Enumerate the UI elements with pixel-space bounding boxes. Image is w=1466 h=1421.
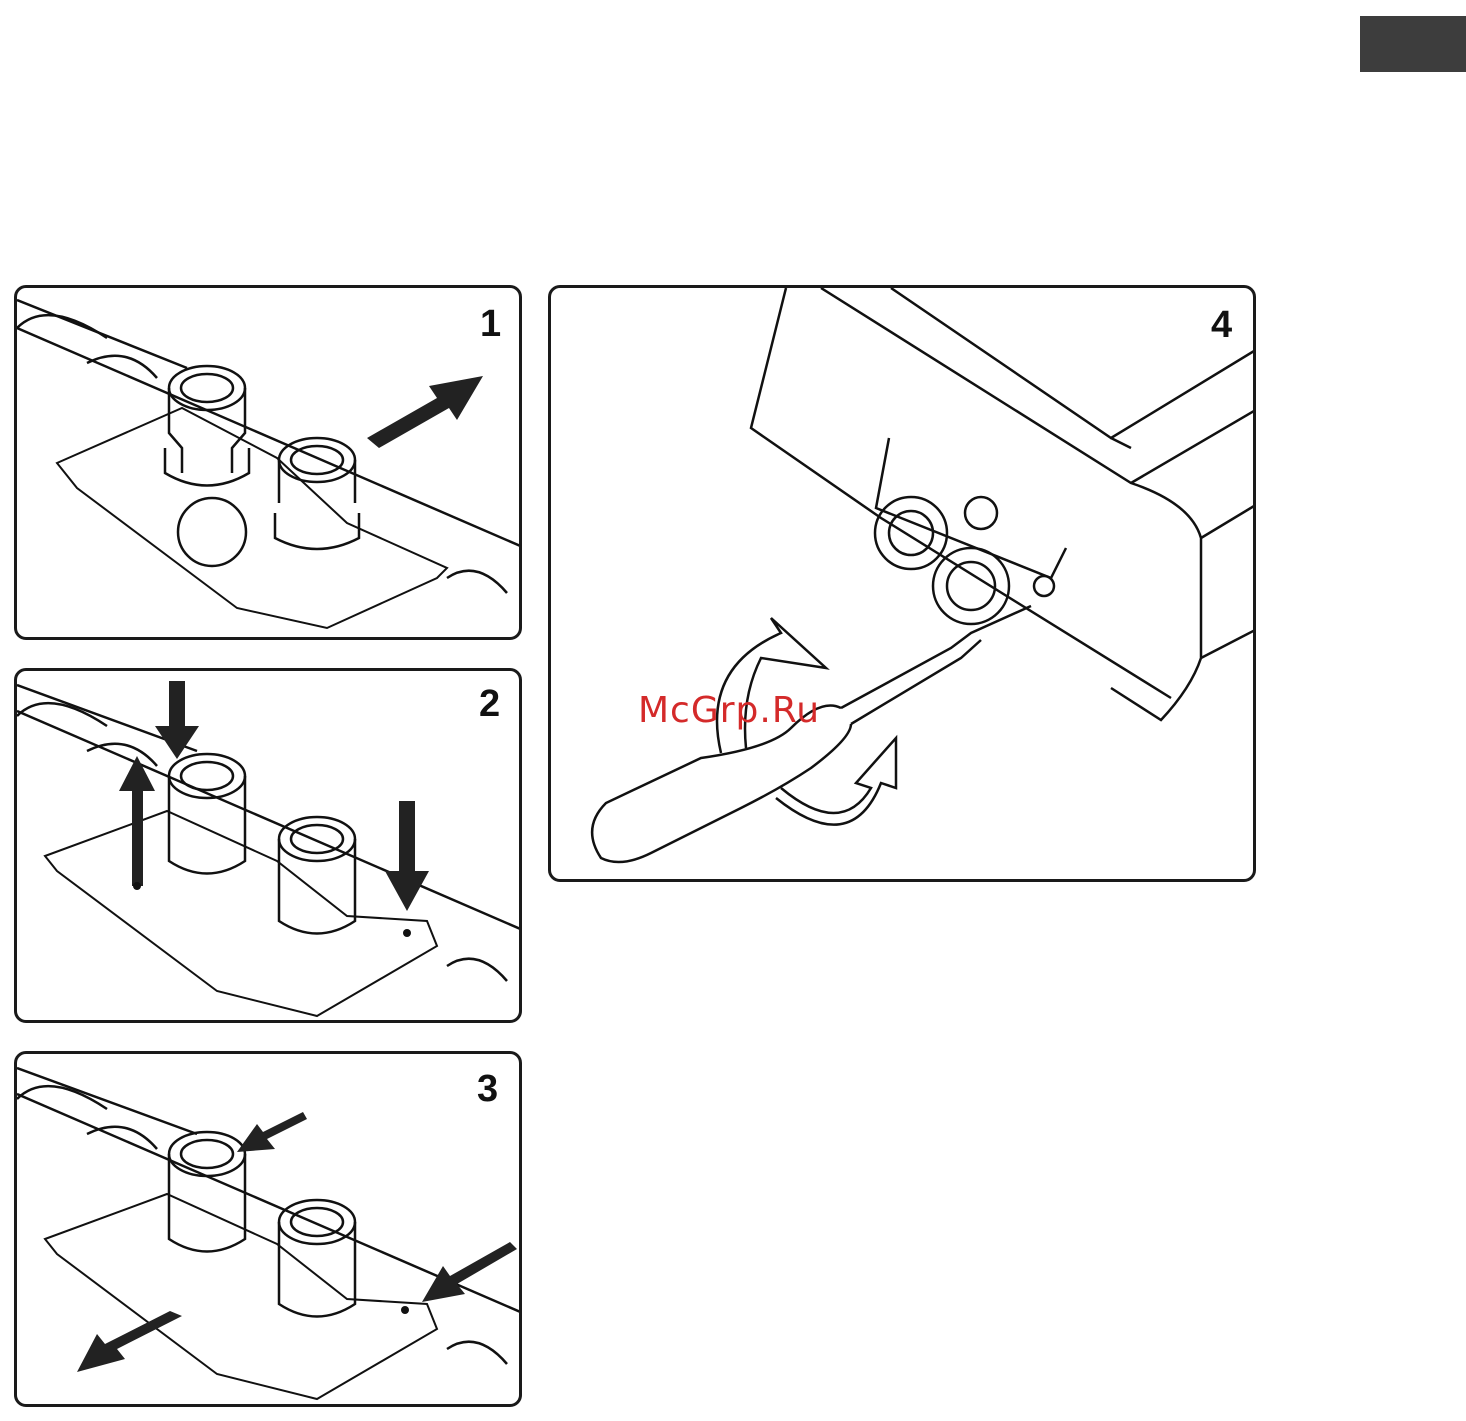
step-4-panel: 4 (548, 285, 1256, 882)
step-3-illustration (17, 1054, 522, 1407)
step-1-panel: 1 (14, 285, 522, 640)
step-1-illustration (17, 288, 522, 640)
corner-tab (1360, 16, 1466, 72)
step-number: 3 (477, 1068, 498, 1111)
step-number: 4 (1211, 304, 1232, 347)
step-4-illustration (551, 288, 1256, 882)
step-2-illustration (17, 671, 522, 1023)
step-number: 2 (479, 683, 500, 726)
step-2-panel: 2 (14, 668, 522, 1023)
watermark-text: McGrp.Ru (638, 690, 820, 731)
step-number: 1 (480, 303, 501, 346)
step-3-panel: 3 (14, 1051, 522, 1407)
